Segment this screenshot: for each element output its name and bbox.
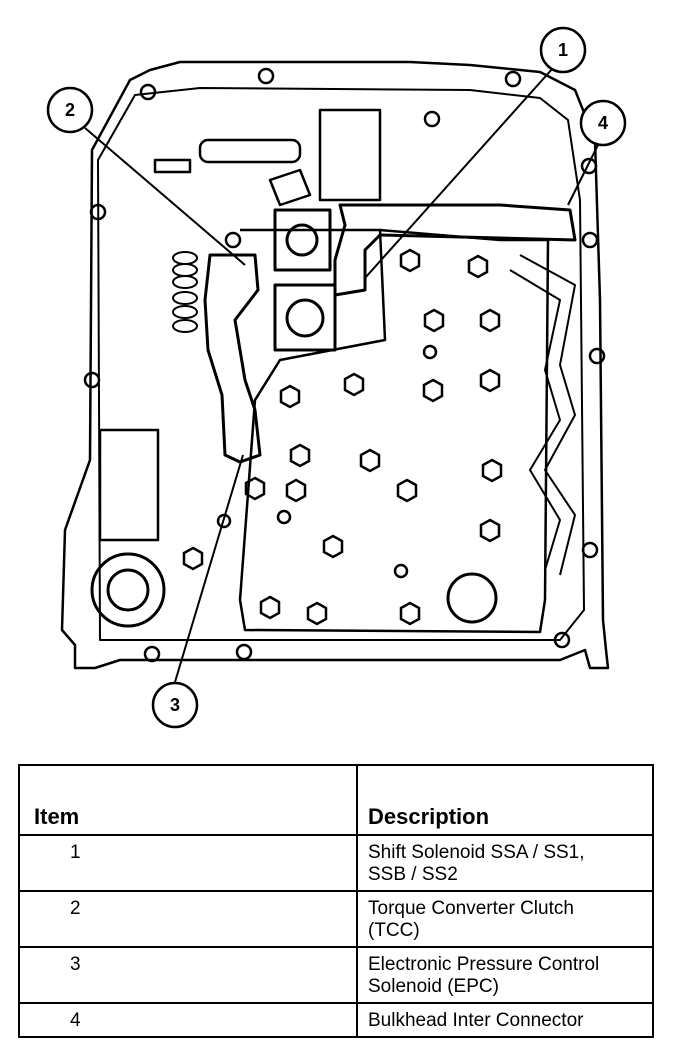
row-description: Electronic Pressure Control Solenoid (EP…: [356, 946, 654, 1004]
table-header-row: Item Description: [18, 764, 654, 836]
harness-bracket: [203, 253, 262, 464]
legend-table: Item Description 1 Shift Solenoid SSA / …: [18, 764, 654, 1038]
callout-2: 2: [46, 86, 94, 134]
callout-4-label: 4: [598, 113, 608, 133]
header-item: Item: [18, 764, 358, 836]
leader-lines: [84, 67, 599, 683]
leader-line-3: [174, 454, 244, 683]
row-description: Torque Converter Clutch (TCC): [356, 890, 654, 948]
bore-bottom-right: [446, 572, 498, 624]
valve-body-diagram: 1 2 3 4: [46, 26, 627, 729]
row-item: 4: [18, 1002, 358, 1038]
spring-stack: [172, 251, 198, 333]
row-item: 3: [18, 946, 358, 1004]
header-description: Description: [356, 764, 654, 836]
leader-line-2: [84, 127, 246, 266]
table-row: 2 Torque Converter Clutch (TCC): [18, 890, 654, 948]
hex-bolts: [182, 248, 503, 626]
bore-bottom-left: [90, 552, 166, 628]
table-row: 3 Electronic Pressure Control Solenoid (…: [18, 946, 654, 1004]
callout-4: 4: [579, 99, 627, 147]
callout-1: 1: [539, 26, 587, 74]
solenoid-block-lower: [273, 283, 337, 352]
callout-2-label: 2: [65, 100, 75, 120]
row-item: 2: [18, 890, 358, 948]
leader-line-1: [364, 67, 554, 279]
callout-3: 3: [151, 681, 199, 729]
row-item: 1: [18, 834, 358, 892]
bolt-holes: [83, 67, 606, 663]
right-channel: [509, 269, 561, 571]
row-description: Shift Solenoid SSA / SS1, SSB / SS2: [356, 834, 654, 892]
solenoid-block-upper: [273, 208, 332, 272]
table-row: 4 Bulkhead Inter Connector: [18, 1002, 654, 1038]
gasket-outline: [97, 87, 585, 641]
leader-line-4: [567, 144, 599, 206]
callout-3-label: 3: [170, 695, 180, 715]
case-outline: [60, 60, 610, 670]
table-row: 1 Shift Solenoid SSA / SS1, SSB / SS2: [18, 834, 654, 892]
callout-1-label: 1: [558, 40, 568, 60]
left-tube: [98, 428, 160, 542]
row-description: Bulkhead Inter Connector: [356, 1002, 654, 1038]
harness-strap: [333, 203, 577, 297]
